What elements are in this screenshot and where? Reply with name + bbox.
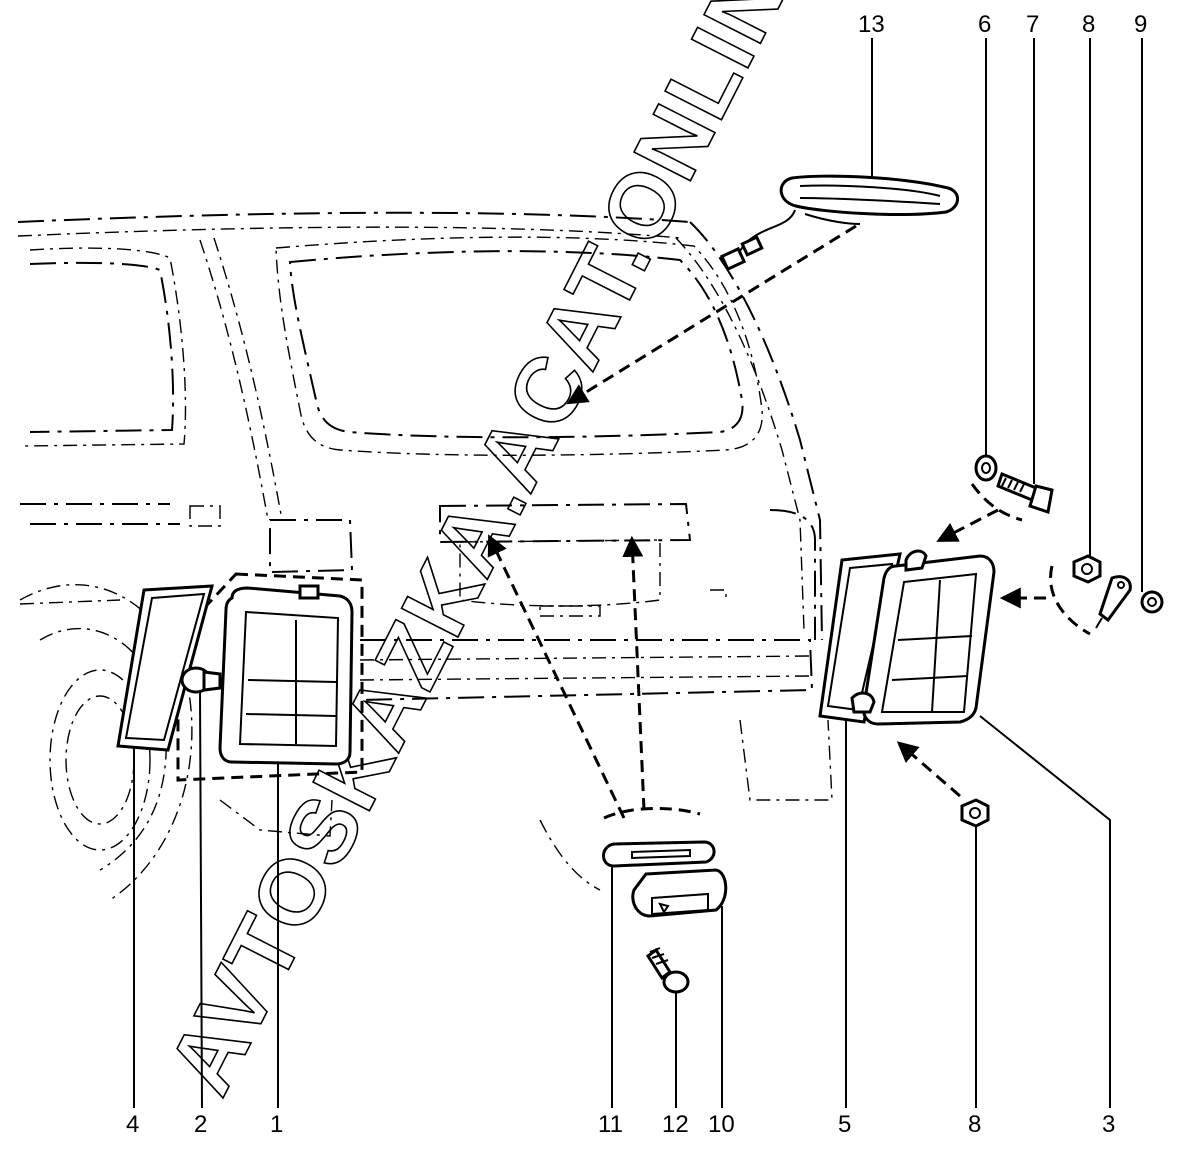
install-arrow-plate-lamp-right xyxy=(622,535,646,811)
callout-4: 4 xyxy=(126,1111,139,1138)
callout-8-top: 8 xyxy=(1082,11,1095,38)
vehicle-body-outline xyxy=(17,211,833,901)
high-mount-stop-lamp xyxy=(719,174,959,272)
mounting-hardware xyxy=(896,454,1164,828)
callout-12: 12 xyxy=(662,1111,689,1138)
install-arrow-bolt xyxy=(936,508,999,542)
install-arrow-lower-nut xyxy=(896,741,961,798)
license-plate-lamp-group xyxy=(487,534,728,994)
install-arrow-plate-lamp-left xyxy=(487,534,626,819)
callout-1: 1 xyxy=(270,1111,283,1138)
watermark-text: AVTOSKAZKA.ACAT.ONLINE xyxy=(149,0,835,1109)
hardware-group-bracket-right xyxy=(1049,565,1091,636)
callout-3: 3 xyxy=(1102,1111,1115,1138)
callout-2: 2 xyxy=(194,1111,207,1138)
callout-9: 9 xyxy=(1134,11,1147,38)
right-tail-lamp-group xyxy=(818,549,996,726)
callout-labels: 13 6 7 8 9 4 2 1 11 12 10 5 8 3 xyxy=(126,11,1147,1138)
callout-11: 11 xyxy=(598,1111,623,1138)
callout-10: 10 xyxy=(708,1111,735,1138)
callout-6: 6 xyxy=(978,11,991,38)
plate-lamp-group-bracket xyxy=(603,806,701,820)
callout-7: 7 xyxy=(1026,11,1039,38)
callout-5: 5 xyxy=(838,1111,851,1138)
callout-8-bottom: 8 xyxy=(968,1111,981,1138)
left-tail-lamp-group xyxy=(116,572,364,782)
leader-lines xyxy=(133,38,1143,1109)
callout-13: 13 xyxy=(858,11,885,38)
hardware-group-bracket-top xyxy=(970,483,1023,522)
